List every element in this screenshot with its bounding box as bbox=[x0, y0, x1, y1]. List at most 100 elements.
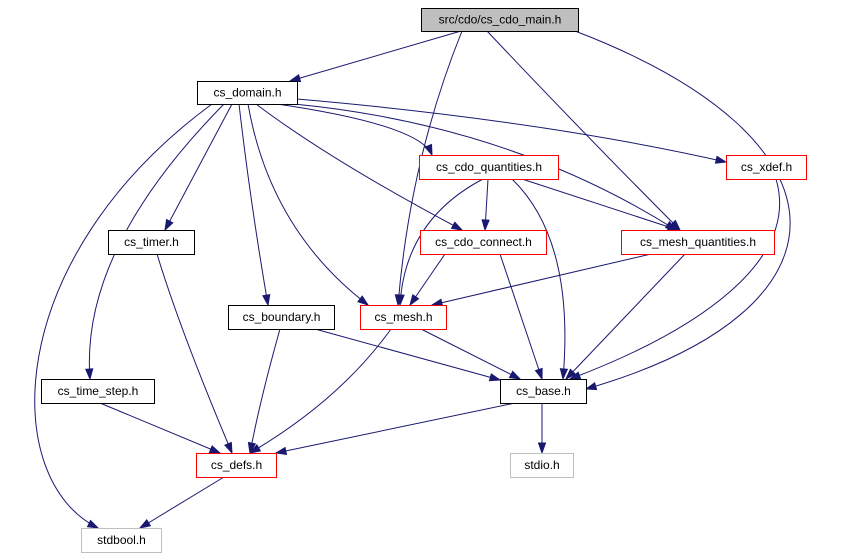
edge-domain-to-stdbool bbox=[34, 103, 213, 529]
edge-arrowhead bbox=[568, 371, 582, 380]
node-box bbox=[726, 155, 807, 180]
edge-line bbox=[486, 30, 681, 231]
edge-arrowhead bbox=[537, 442, 547, 455]
edge-base-to-defs bbox=[274, 402, 516, 455]
node-boundary[interactable]: cs_boundary.h bbox=[228, 305, 335, 330]
edge-arrowhead bbox=[247, 441, 257, 455]
edge-boundary-to-base bbox=[314, 328, 502, 382]
edge-line bbox=[511, 178, 566, 380]
node-box bbox=[500, 379, 587, 404]
edge-line bbox=[296, 98, 727, 163]
node-label: cs_base.h bbox=[516, 384, 571, 398]
edge-line bbox=[565, 253, 686, 380]
edge-arrowhead bbox=[288, 74, 302, 83]
edge-arrowhead bbox=[714, 155, 728, 164]
node-label: cs_defs.h bbox=[211, 458, 262, 472]
edge-arrowhead bbox=[84, 368, 94, 381]
edge-mesh-quantities-to-mesh bbox=[430, 253, 652, 307]
node-time-step[interactable]: cs_time_step.h bbox=[41, 379, 155, 404]
edge-domain-to-xdef bbox=[296, 98, 728, 164]
node-timer[interactable]: cs_timer.h bbox=[108, 230, 195, 255]
edge-domain-to-cdo-connect bbox=[255, 103, 464, 231]
node-box bbox=[510, 453, 574, 478]
edge-arrowhead bbox=[409, 293, 420, 307]
node-box bbox=[621, 230, 775, 255]
edge-arrowhead bbox=[424, 143, 433, 157]
edge-arrowhead bbox=[86, 519, 100, 529]
edge-line bbox=[249, 328, 281, 454]
edge-line bbox=[521, 178, 679, 231]
edge-boundary-to-defs bbox=[247, 328, 281, 455]
edge-line bbox=[569, 178, 781, 380]
edge-arrowhead bbox=[248, 444, 262, 454]
node-label: cs_time_step.h bbox=[58, 384, 139, 398]
node-domain[interactable]: cs_domain.h bbox=[197, 81, 298, 105]
edge-domain-to-mesh bbox=[247, 103, 370, 306]
edge-main-to-mesh-quantities bbox=[486, 30, 682, 232]
edge-main-to-base bbox=[574, 30, 791, 391]
edge-line bbox=[164, 103, 233, 231]
edge-mesh-to-defs bbox=[248, 328, 392, 454]
edge-line bbox=[499, 253, 543, 380]
edge-arrowhead bbox=[208, 445, 222, 454]
edge-line bbox=[574, 30, 791, 390]
edge-arrowhead bbox=[274, 446, 288, 455]
edge-defs-to-stdbool bbox=[138, 476, 225, 529]
node-label: stdbool.h bbox=[97, 533, 146, 547]
edge-line bbox=[420, 328, 521, 380]
node-defs[interactable]: cs_defs.h bbox=[196, 453, 277, 478]
edge-mesh-to-base bbox=[420, 328, 522, 380]
edge-cdo-connect-to-base bbox=[499, 253, 543, 381]
node-mesh-quantities[interactable]: cs_mesh_quantities.h bbox=[621, 230, 775, 255]
edge-arrowhead bbox=[164, 218, 174, 232]
edge-arrowhead bbox=[534, 367, 543, 381]
node-box bbox=[360, 305, 447, 330]
edge-mesh-quantities-to-base bbox=[564, 253, 686, 381]
node-label: cs_timer.h bbox=[124, 235, 179, 249]
node-label: cs_boundary.h bbox=[243, 310, 321, 324]
node-main[interactable]: src/cdo/cs_cdo_main.h bbox=[421, 8, 579, 32]
edge-line bbox=[275, 402, 516, 454]
edge-time-step-to-defs bbox=[99, 402, 222, 454]
edge-line bbox=[249, 328, 392, 454]
edge-arrowhead bbox=[396, 294, 405, 307]
node-stdio: stdio.h bbox=[510, 453, 574, 478]
node-box bbox=[108, 230, 195, 255]
edge-line bbox=[139, 476, 225, 529]
node-box bbox=[41, 379, 155, 404]
node-label: stdio.h bbox=[524, 458, 559, 472]
edge-arrowhead bbox=[508, 370, 522, 380]
edge-domain-to-cdo-quantities bbox=[276, 103, 433, 157]
node-label: cs_mesh.h bbox=[374, 310, 432, 324]
nodes-layer: src/cdo/cs_cdo_main.h cs_domain.h cs_cdo_q… bbox=[41, 8, 807, 553]
edge-arrowhead bbox=[564, 368, 577, 381]
edge-line bbox=[431, 253, 652, 306]
node-label: cs_cdo_connect.h bbox=[435, 235, 532, 249]
edges-layer bbox=[34, 30, 791, 529]
node-cdo-connect[interactable]: cs_cdo_connect.h bbox=[420, 230, 547, 255]
node-box bbox=[81, 528, 162, 553]
edge-cdo-quantities-to-cdo-connect bbox=[481, 178, 490, 232]
node-xdef[interactable]: cs_xdef.h bbox=[726, 155, 807, 180]
edge-main-to-domain bbox=[288, 30, 462, 83]
node-box bbox=[228, 305, 335, 330]
edge-line bbox=[238, 103, 269, 306]
node-label: src/cdo/cs_cdo_main.h bbox=[439, 13, 562, 27]
node-label: cs_cdo_quantities.h bbox=[436, 160, 542, 174]
edge-line bbox=[255, 103, 463, 231]
edge-domain-to-boundary bbox=[238, 103, 271, 307]
edge-arrowhead bbox=[262, 293, 271, 307]
edge-line bbox=[289, 30, 462, 82]
node-stdbool: stdbool.h bbox=[81, 528, 162, 553]
node-cdo-quantities[interactable]: cs_cdo_quantities.h bbox=[419, 155, 559, 180]
edge-arrowhead bbox=[584, 382, 598, 391]
edge-arrowhead bbox=[481, 219, 490, 232]
node-base[interactable]: cs_base.h bbox=[500, 379, 587, 404]
node-label: cs_xdef.h bbox=[741, 160, 792, 174]
node-mesh[interactable]: cs_mesh.h bbox=[360, 305, 447, 330]
edge-cdo-connect-to-mesh bbox=[409, 253, 446, 307]
edge-line bbox=[293, 103, 677, 231]
edge-timer-to-defs bbox=[156, 253, 233, 455]
node-label: cs_domain.h bbox=[213, 86, 281, 100]
